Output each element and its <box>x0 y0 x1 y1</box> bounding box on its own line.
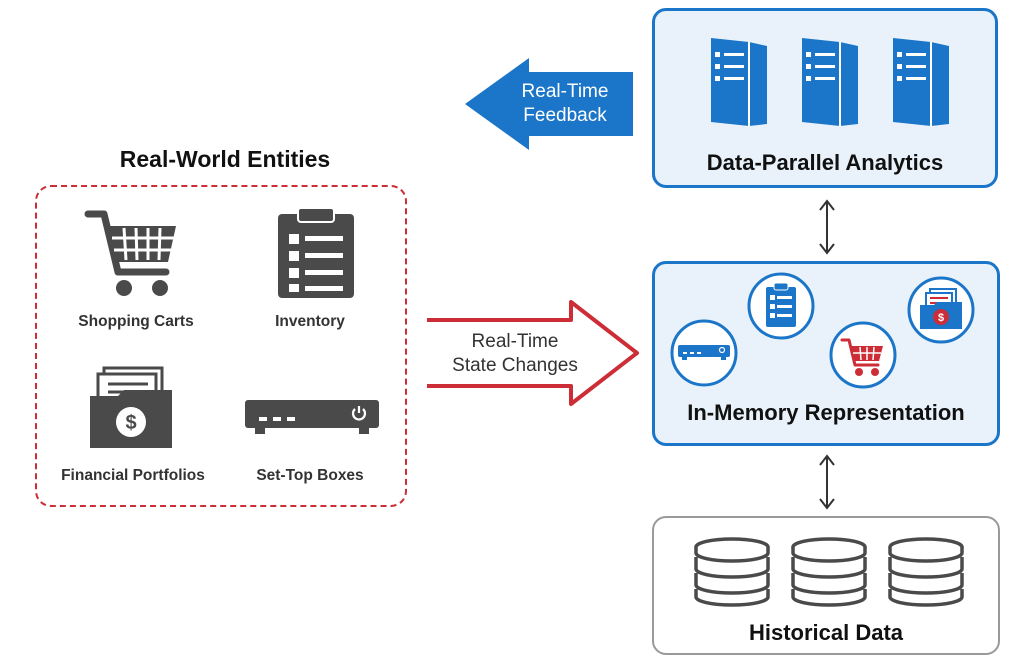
financial-portfolios-label: Financial Portfolios <box>61 467 205 484</box>
inventory-label: Inventory <box>275 313 345 330</box>
feedback-arrow <box>463 56 635 152</box>
svg-text:$: $ <box>938 312 944 324</box>
portfolio-folder-icon: $ <box>906 275 976 345</box>
portfolio-folder-icon: $ <box>88 366 174 450</box>
double-arrow-icon <box>815 196 839 258</box>
clipboard-icon <box>746 271 816 341</box>
server-icon <box>794 36 860 128</box>
set-top-boxes-label: Set-Top Boxes <box>256 467 364 484</box>
state-changes-label-line2: State Changes <box>452 355 578 376</box>
database-icon <box>692 535 772 607</box>
feedback-label-line1: Real-Time <box>521 81 609 102</box>
set-top-box-icon <box>243 398 381 438</box>
double-arrow-icon <box>815 451 839 513</box>
analytics-title: Data-Parallel Analytics <box>706 150 944 175</box>
server-icon <box>703 36 769 128</box>
database-icon <box>789 535 869 607</box>
feedback-label-line2: Feedback <box>523 105 607 126</box>
server-icon <box>885 36 951 128</box>
shopping-cart-icon <box>828 320 898 390</box>
shopping-carts-label: Shopping Carts <box>78 313 194 330</box>
entities-title: Real-World Entities <box>119 146 331 172</box>
memory-title: In-Memory Representation <box>687 400 965 425</box>
state-changes-arrow <box>425 298 641 408</box>
svg-text:$: $ <box>125 412 136 434</box>
database-icon <box>886 535 966 607</box>
set-top-box-icon <box>669 318 739 388</box>
historical-title: Historical Data <box>748 620 904 645</box>
state-changes-label-line1: Real-Time <box>471 331 559 352</box>
clipboard-icon <box>276 206 356 300</box>
shopping-cart-icon <box>84 208 184 300</box>
entities-group-box <box>35 185 407 507</box>
